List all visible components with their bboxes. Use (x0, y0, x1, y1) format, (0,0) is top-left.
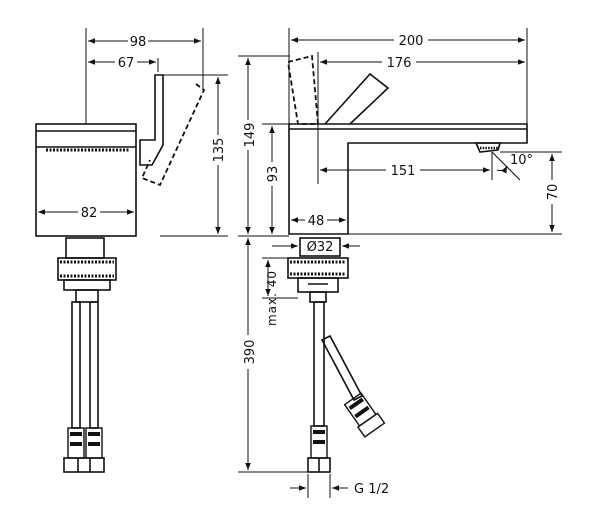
dim-label-total-length: 200 (399, 34, 424, 49)
hose-right (89, 301, 99, 429)
hose-front (313, 301, 325, 427)
dim-label-spout-reach: 151 (391, 164, 416, 179)
dim-label-max-thickness: max. 40 (265, 270, 279, 326)
hose-left (71, 301, 81, 429)
side-body (35, 123, 137, 237)
dim-label-body-height-front: 93 (266, 166, 281, 183)
aerator (474, 142, 502, 153)
lever-front (324, 72, 390, 125)
dim-label-handle-offset: 67 (118, 56, 135, 71)
dim-label-base-width: 48 (308, 214, 325, 229)
dim-label-mount-diameter: Ø32 (307, 240, 334, 255)
front-body (288, 123, 528, 235)
dim-label-body-width: 82 (81, 206, 98, 221)
side-view: 98 67 135 82 (35, 28, 228, 473)
front-view: 200 176 149 93 151 10° (238, 28, 562, 498)
dim-label-body-height: 135 (212, 138, 227, 163)
hose-fittings-side (63, 427, 105, 473)
hose-fitting-front (307, 425, 331, 473)
hose-angled (320, 334, 364, 402)
hose-fitting-angled (343, 392, 386, 438)
dim-label-total-height: 149 (243, 123, 258, 148)
handle-lever (139, 74, 164, 166)
dim-label-spout-angle: 10° (510, 153, 533, 168)
dim-label-total-width-text: 98 (130, 35, 147, 50)
dim-label-spout-length: 176 (387, 56, 412, 71)
handle-open-position (140, 83, 206, 187)
lever-open-position-front (286, 54, 319, 125)
dim-label-hose-length: 390 (243, 340, 258, 365)
dim-label-connection-thread: G 1/2 (354, 482, 389, 497)
dim-label-spout-height: 70 (546, 184, 561, 201)
